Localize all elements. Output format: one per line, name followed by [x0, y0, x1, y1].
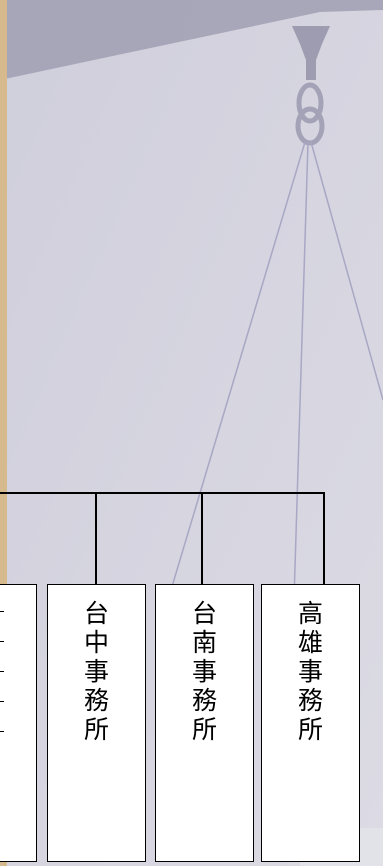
office-box-partial	[0, 584, 37, 862]
connector-drop-1	[95, 492, 97, 584]
connector-drop-2	[201, 492, 203, 584]
office-box-taichung: 台 中 事 務 所	[47, 584, 146, 862]
scale-pivot	[292, 26, 330, 80]
office-box-tainan: 台 南 事 務 所	[155, 584, 254, 862]
office-label-taichung: 台 中 事 務 所	[83, 599, 109, 744]
office-label-tainan: 台 南 事 務 所	[191, 599, 217, 744]
connector-drop-3	[323, 492, 325, 584]
connector-horizontal	[0, 492, 325, 494]
office-box-kaohsiung: 高 雄 事 務 所	[261, 584, 360, 862]
scale-beam	[0, 0, 383, 80]
office-label-kaohsiung: 高 雄 事 務 所	[297, 599, 323, 744]
side-strip	[0, 0, 7, 866]
